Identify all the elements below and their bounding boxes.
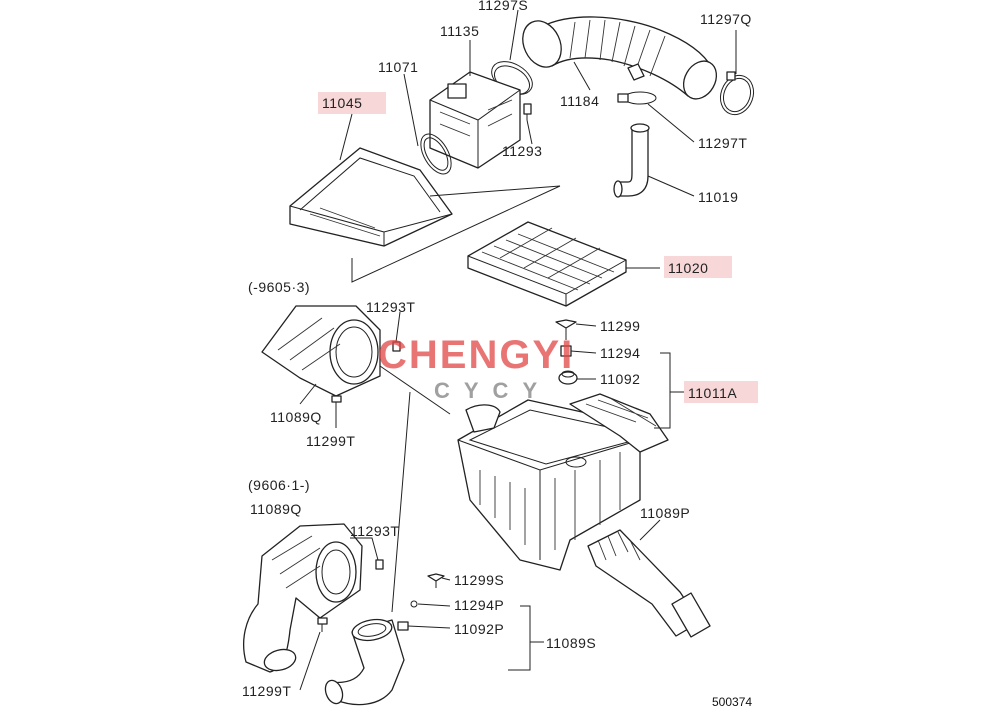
- label-11294: 11294: [600, 345, 640, 361]
- label-11299t-mid: 11299T: [306, 433, 355, 449]
- air-filter-element-11020: [467, 221, 627, 307]
- label-11297q: 11297Q: [700, 11, 752, 27]
- intake-hose-11184: [522, 16, 718, 100]
- bolt-11299: [555, 319, 577, 340]
- label-11135: 11135: [440, 23, 479, 39]
- label-11045: 11045: [322, 95, 362, 111]
- highlight-11011a: [684, 381, 758, 403]
- highlight-11020: [664, 256, 732, 278]
- label-11071: 11071: [378, 59, 418, 75]
- clamp-11297q: [719, 71, 755, 116]
- intake-hose-11089s: [324, 618, 405, 706]
- bolt-11293t-low: [375, 559, 384, 570]
- bolt-11293: [523, 103, 532, 120]
- air-intake-duct-late: [243, 523, 363, 673]
- bolt-11299s: [427, 573, 445, 588]
- highlight-11045: [318, 92, 386, 114]
- date-note-until: (-9605·3): [248, 279, 310, 295]
- reference-number: 500374: [712, 695, 752, 709]
- label-11299t-low: 11299T: [242, 683, 291, 699]
- intake-hose-11089p: [587, 529, 711, 638]
- label-11089p: 11089P: [640, 505, 690, 521]
- clamp-11297t: [617, 91, 657, 105]
- screw-11299t-mid: [331, 395, 342, 410]
- gasket-11071: [420, 133, 452, 175]
- collar-11294p: [410, 600, 418, 608]
- label-11297s: 11297S: [478, 0, 528, 13]
- label-11092p: 11092P: [454, 621, 504, 637]
- assembly-line-middle: [379, 365, 451, 613]
- air-cleaner-case-11011a: [457, 393, 669, 571]
- label-11011a: 11011A: [688, 385, 737, 401]
- label-11297t: 11297T: [698, 135, 747, 151]
- label-11089q-mid: 11089Q: [270, 409, 322, 425]
- label-11089s: 11089S: [546, 635, 596, 651]
- screw-11299t-low: [317, 617, 328, 632]
- label-11293-top: 11293: [502, 143, 542, 159]
- label-11089q-low: 11089Q: [250, 501, 302, 517]
- air-intake-duct-early: [261, 305, 381, 397]
- air-flow-meter-11135: [429, 71, 521, 169]
- air-cleaner-cover-11045: [289, 147, 453, 247]
- date-note-from: (9606·1-): [248, 477, 310, 493]
- part-labels: 11297S 11297Q 11135 11071 11045 11184 11…: [242, 0, 752, 709]
- grommet-11092: [558, 370, 578, 385]
- label-11294p: 11294P: [454, 597, 504, 613]
- label-11293t-mid: 11293T: [366, 299, 415, 315]
- grommet-11092p: [397, 621, 409, 631]
- watermark-sub: CYCY: [434, 378, 551, 403]
- assembly-line-upper: [351, 185, 561, 283]
- label-11092: 11092: [600, 371, 640, 387]
- watermark: CHENGYI CYCY: [378, 333, 574, 403]
- label-11184: 11184: [560, 93, 599, 109]
- label-11299: 11299: [600, 318, 640, 334]
- label-11293t-low: 11293T: [350, 523, 399, 539]
- label-11020: 11020: [668, 260, 708, 276]
- label-11019: 11019: [698, 189, 738, 205]
- duct-11019: [613, 123, 650, 198]
- leader-lines: [299, 9, 737, 691]
- label-11299s: 11299S: [454, 572, 504, 588]
- watermark-brand: CHENGYI: [378, 333, 574, 377]
